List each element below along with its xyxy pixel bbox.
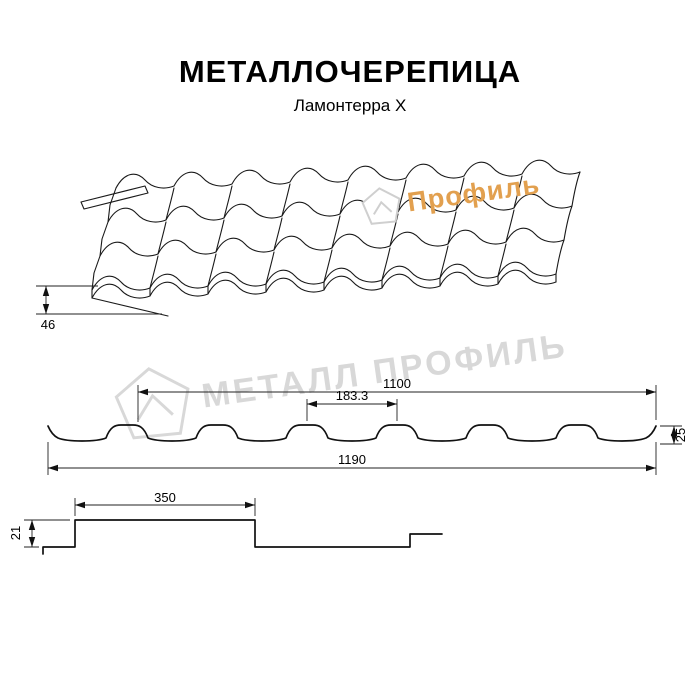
metall-profil-logo-icon xyxy=(361,187,401,225)
tile-step-profile-drawing: 350 21 xyxy=(8,490,443,555)
dim-label-module-length: 350 xyxy=(154,490,176,505)
page-subtitle: Ламонтерра X xyxy=(293,96,407,115)
roof-sheet-perspective-drawing: 46 xyxy=(36,159,581,332)
dim-label-overall-width: 1190 xyxy=(338,452,366,467)
dim-label-wave-step: 183.3 xyxy=(336,388,369,403)
dim-label-step-height: 21 xyxy=(8,526,23,540)
metall-profil-logo-icon xyxy=(114,367,190,440)
tile-cross-section-drawing: 1100 183.3 25 1190 xyxy=(47,376,688,475)
dim-label-profile-height: 25 xyxy=(673,428,688,442)
page-title: МЕТАЛЛОЧЕРЕПИЦА xyxy=(178,54,522,89)
dim-label-eave-height: 46 xyxy=(41,317,55,332)
dim-label-cover-width: 1100 xyxy=(383,376,411,391)
watermark-top: Профиль xyxy=(359,165,542,228)
watermark-middle: МЕТАЛЛ ПРОФИЛЬ xyxy=(110,309,572,446)
